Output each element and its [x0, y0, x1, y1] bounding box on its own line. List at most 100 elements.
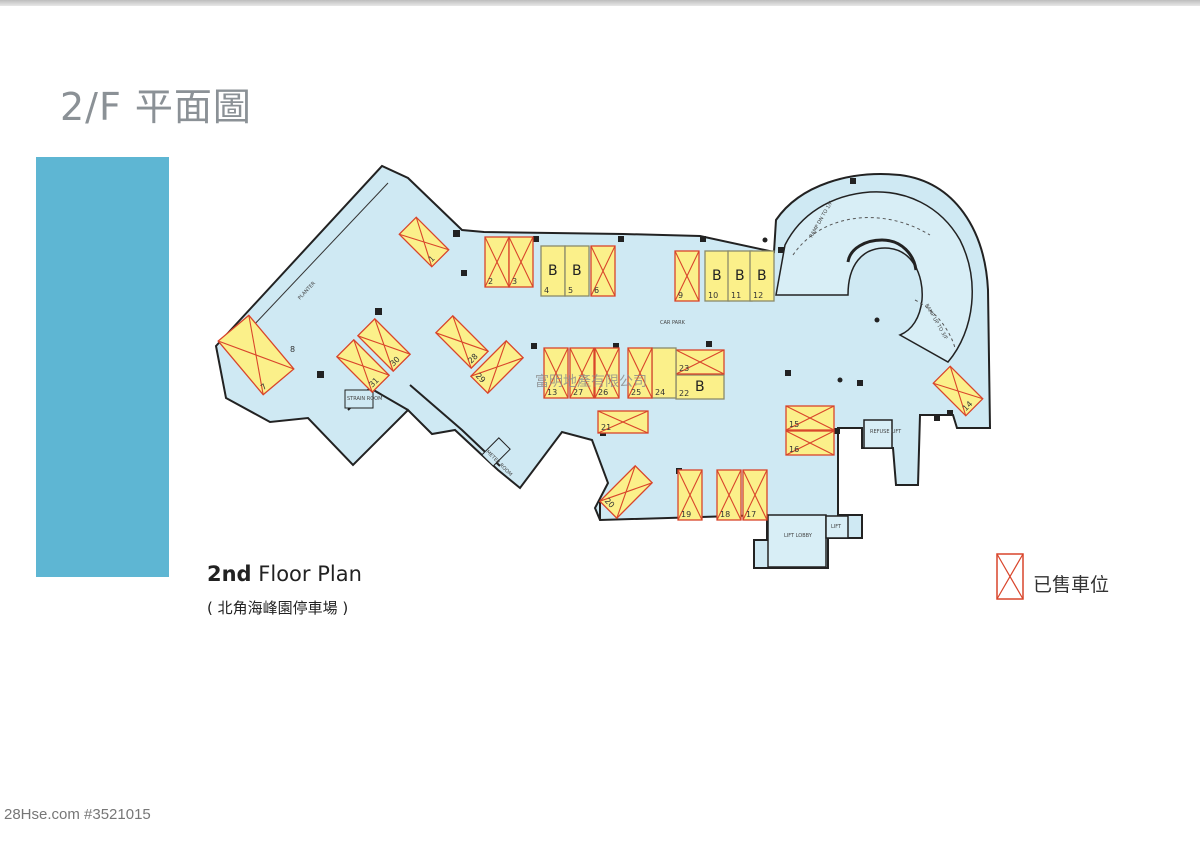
plan-title-bold: 2nd: [207, 562, 252, 586]
parking-space-16-label: 16: [789, 445, 799, 454]
plan-title: 2nd Floor Plan: [207, 562, 362, 586]
parking-space-6: 6: [590, 245, 616, 297]
parking-space-18-label: 18: [720, 510, 730, 519]
parking-space-13-label: 13: [547, 388, 557, 397]
parking-space-1: 1: [398, 216, 450, 268]
parking-space-15: 15: [785, 405, 835, 431]
parking-space-19: 19: [677, 469, 703, 521]
parking-space-11-tag: B: [735, 268, 745, 284]
watermark: 富明地產有限公司: [535, 373, 647, 390]
parking-space-30: 30: [356, 317, 412, 373]
parking-space-23-label: 23: [679, 364, 689, 373]
parking-space-12-tag: B: [757, 268, 767, 284]
parking-space-26: 26: [594, 347, 620, 399]
sold-cross-31-2: [353, 339, 373, 393]
parking-space-2: 2: [484, 236, 510, 288]
parking-space-20: 20: [598, 464, 654, 520]
page-title: 2/F 平面圖: [60, 85, 252, 129]
parking-space-27: 27: [569, 347, 595, 399]
refuse-lift-label: REFUSE LIFT: [870, 429, 902, 435]
parking-space-21: 21: [597, 410, 649, 434]
parking-space-12-label: 12: [753, 291, 763, 300]
parking-space-27-label: 27: [573, 388, 583, 397]
parking-space-9-label: 9: [678, 291, 683, 300]
accent-bar: [36, 157, 169, 577]
parking-space-17-label: 17: [746, 510, 756, 519]
parking-space-25-label: 25: [631, 388, 641, 397]
parking-space-13: 13: [543, 347, 569, 399]
parking-space-24: 24: [651, 347, 677, 399]
lift-lobby-label: LIFT LOBBY: [784, 533, 813, 539]
parking-space-4-label: 4: [544, 286, 549, 295]
plan-subtitle: ( 北角海峰園停車場 ): [207, 599, 349, 617]
parking-space-24-label: 24: [655, 388, 665, 397]
parking-space-3: 3: [508, 236, 534, 288]
parking-space-7: 7: [217, 314, 295, 396]
sold-cross-3-2: [508, 236, 534, 288]
parking-space-25: 25: [627, 347, 653, 399]
parking-space-17: 17: [742, 469, 768, 521]
sold-cross-27-2: [569, 347, 595, 399]
parking-space-28: 28: [434, 314, 490, 370]
parking-space-11: B 11: [727, 250, 753, 302]
top-border: [0, 0, 1200, 6]
sold-cross-29-2: [470, 357, 524, 377]
sold-legend-icon: [996, 553, 1024, 600]
plan-title-text: Floor Plan: [258, 562, 362, 586]
parking-space-10-label: 10: [708, 291, 718, 300]
sold-cross-30-2: [374, 318, 394, 372]
parking-space-15-label: 15: [789, 420, 799, 429]
parking-space-23: 23: [675, 349, 725, 375]
parking-space-22: B 22: [675, 374, 725, 400]
sold-cross-20-2: [599, 482, 653, 502]
parking-space-14: 14: [932, 365, 984, 417]
parking-space-26-label: 26: [598, 388, 608, 397]
parking-space-10-bay: [704, 250, 730, 302]
parking-space-6-label: 6: [594, 286, 599, 295]
parking-space-9: 9: [674, 250, 700, 302]
sold-cross-26-2: [594, 347, 620, 399]
parking-space-4-tag: B: [548, 263, 558, 279]
sold-cross-13-2: [543, 347, 569, 399]
parking-space-11-label: 11: [731, 291, 741, 300]
parking-space-5: B5: [564, 245, 590, 297]
parking-space-8-label: 8: [290, 345, 295, 354]
parking-space-31: 31: [335, 338, 391, 394]
strain-room-label: STRAIN ROOM: [347, 396, 382, 402]
sold-cross-16-2: [785, 430, 835, 456]
parking-space-22-tag: B: [695, 379, 705, 395]
parking-space-22-label: 22: [679, 389, 689, 398]
sold-cross-17-2: [742, 469, 768, 521]
sold-cross-21-2: [597, 410, 649, 434]
parking-space-12: B 12: [749, 250, 775, 302]
parking-space-4: B4: [540, 245, 566, 297]
parking-space-29: 29: [469, 339, 525, 395]
parking-space-1-label: 1: [427, 254, 437, 264]
parking-space-5-tag: B: [572, 263, 582, 279]
parking-space-7-label: 7: [259, 382, 269, 392]
sold-cross-14-2: [949, 366, 967, 416]
parking-space-2-label: 2: [488, 277, 493, 286]
sold-cross-25-2: [627, 347, 653, 399]
sold-legend-label: 已售車位: [1033, 574, 1110, 596]
parking-space-19-label: 19: [681, 510, 691, 519]
sold-cross-19-2: [677, 469, 703, 521]
sold-cross-28-2: [452, 315, 472, 369]
parking-space-16: 16: [785, 430, 835, 456]
sold-cross-9-2: [674, 250, 700, 302]
sold-cross-15-2: [785, 405, 835, 431]
parking-space-5-label: 5: [568, 286, 573, 295]
parking-space-3-label: 3: [512, 277, 517, 286]
car-park-label: CAR PARK: [660, 320, 686, 326]
sold-cross-1-2: [415, 217, 433, 267]
sold-cross-23-2: [675, 349, 725, 375]
parking-space-5-bay: [564, 245, 590, 297]
parking-space-21-label: 21: [601, 423, 611, 432]
parking-space-10-tag: B: [712, 268, 722, 284]
parking-space-11-bay: [727, 250, 753, 302]
footer-id: 28Hse.com #3521015: [4, 806, 151, 823]
sold-cross-2-2: [484, 236, 510, 288]
parking-space-10: B 10: [704, 250, 730, 302]
